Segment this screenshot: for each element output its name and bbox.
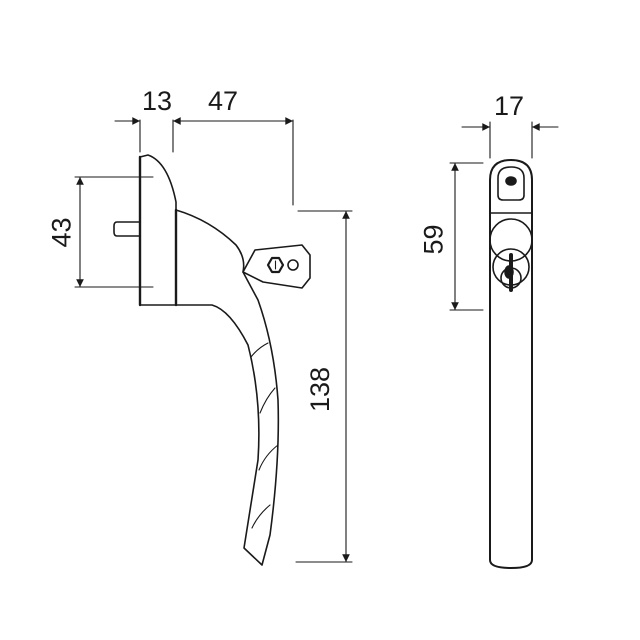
dim-13-47 bbox=[114, 117, 294, 206]
dim-43 bbox=[74, 176, 151, 288]
front-view bbox=[449, 121, 559, 569]
dim-138 bbox=[295, 210, 353, 563]
lock-tab bbox=[242, 244, 311, 289]
dim-label-138: 138 bbox=[305, 366, 336, 413]
dim-label-59: 59 bbox=[418, 224, 449, 255]
top-lug bbox=[497, 166, 525, 201]
grip-ribs bbox=[250, 342, 279, 529]
dim-label-13: 13 bbox=[142, 86, 173, 116]
hole-icon bbox=[287, 259, 299, 271]
hex-bolt-icon bbox=[266, 256, 285, 274]
dim-label-47: 47 bbox=[208, 86, 239, 116]
front-body bbox=[489, 159, 533, 569]
spindle bbox=[113, 221, 141, 237]
handle-body bbox=[175, 209, 280, 566]
side-view bbox=[74, 117, 353, 566]
dim-label-43: 43 bbox=[46, 217, 77, 248]
lug-hole-icon bbox=[505, 176, 517, 186]
dim-17 bbox=[461, 121, 559, 159]
dim-label-17: 17 bbox=[494, 91, 525, 121]
dim-59 bbox=[449, 162, 484, 311]
